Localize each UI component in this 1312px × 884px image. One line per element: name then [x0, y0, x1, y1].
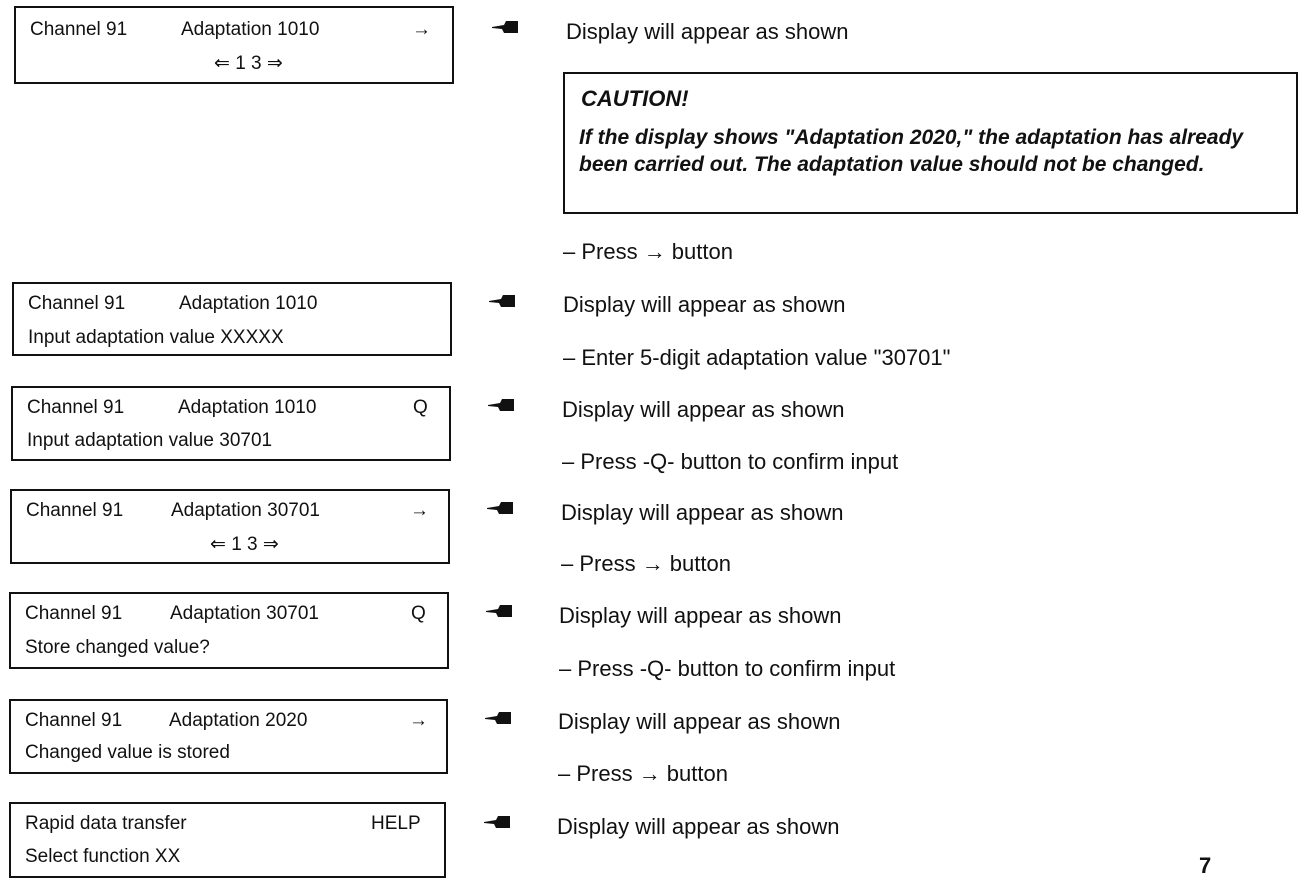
display-channel: Channel 91 [27, 397, 125, 418]
display-line2: Store changed value? [25, 637, 210, 658]
display-title: Rapid data transfer [25, 813, 187, 834]
display-adaptation: Adaptation 1010 [178, 397, 317, 418]
instruction-display: Display will appear as shown [561, 500, 844, 525]
display-arrow-right: → [412, 19, 431, 40]
pointer-icon [487, 502, 513, 514]
display-box-1: Channel 91 Adaptation 1010 → ⇐ 1 3 ⇒ [14, 6, 454, 84]
display-line2: Changed value is stored [25, 742, 230, 763]
instruction-press-q: – Press -Q- button to confirm input [562, 449, 899, 474]
display-line2: ⇐ 1 3 ⇒ [210, 534, 279, 555]
pointer-icon [486, 605, 512, 617]
display-arrow-right: → [410, 500, 429, 521]
display-box-5: Channel 91 Adaptation 30701 Q Store chan… [9, 592, 449, 669]
caution-box: CAUTION! If the display shows "Adaptatio… [563, 72, 1298, 214]
display-help: HELP [371, 813, 421, 834]
display-box-3: Channel 91 Adaptation 1010 Q Input adapt… [11, 386, 451, 461]
pointer-icon [488, 399, 514, 411]
instruction-enter-value: – Enter 5-digit adaptation value "30701" [563, 345, 951, 370]
display-box-4: Channel 91 Adaptation 30701 → ⇐ 1 3 ⇒ [10, 489, 450, 564]
instruction-display: Display will appear as shown [563, 292, 846, 317]
instruction-display: Display will appear as shown [562, 397, 845, 422]
instruction-display: Display will appear as shown [558, 709, 841, 734]
display-line2: Input adaptation value 30701 [27, 430, 273, 451]
pointer-icon [492, 21, 518, 33]
instruction-press-arrow: – Press → button [563, 239, 733, 264]
page-number: 7 [1199, 853, 1212, 878]
pointer-icon [489, 295, 515, 307]
display-channel: Channel 91 [25, 710, 123, 731]
display-channel: Channel 91 [30, 19, 128, 40]
instruction-display: Display will appear as shown [559, 603, 842, 628]
display-indicator-q: Q [413, 397, 428, 418]
display-channel: Channel 91 [26, 500, 124, 521]
caution-text: If the display shows "Adaptation 2020," … [579, 126, 1244, 176]
display-adaptation: Adaptation 1010 [181, 19, 320, 40]
display-indicator-q: Q [411, 603, 426, 624]
display-arrow-right: → [409, 710, 428, 731]
display-line2: ⇐ 1 3 ⇒ [214, 53, 283, 74]
instruction-display: Display will appear as shown [566, 19, 849, 44]
display-adaptation: Adaptation 30701 [171, 500, 320, 521]
pointer-icon [485, 712, 511, 724]
display-line2: Select function XX [25, 846, 181, 867]
display-line2: Input adaptation value XXXXX [28, 327, 284, 348]
instruction-press-q: – Press -Q- button to confirm input [559, 656, 896, 681]
display-box-6: Channel 91 Adaptation 2020 → Changed val… [9, 699, 448, 774]
instruction-display: Display will appear as shown [557, 814, 840, 839]
instruction-press-arrow: – Press → button [558, 761, 728, 786]
display-channel: Channel 91 [25, 603, 123, 624]
display-adaptation: Adaptation 1010 [179, 293, 318, 314]
display-channel: Channel 91 [28, 293, 126, 314]
display-box-7: Rapid data transfer HELP Select function… [9, 802, 446, 878]
display-box-2: Channel 91 Adaptation 1010 Input adaptat… [12, 282, 452, 356]
instruction-press-arrow: – Press → button [561, 551, 731, 576]
caution-title: CAUTION! [581, 86, 689, 111]
display-adaptation: Adaptation 30701 [170, 603, 319, 624]
pointer-icon [484, 816, 510, 828]
display-adaptation: Adaptation 2020 [169, 710, 308, 731]
